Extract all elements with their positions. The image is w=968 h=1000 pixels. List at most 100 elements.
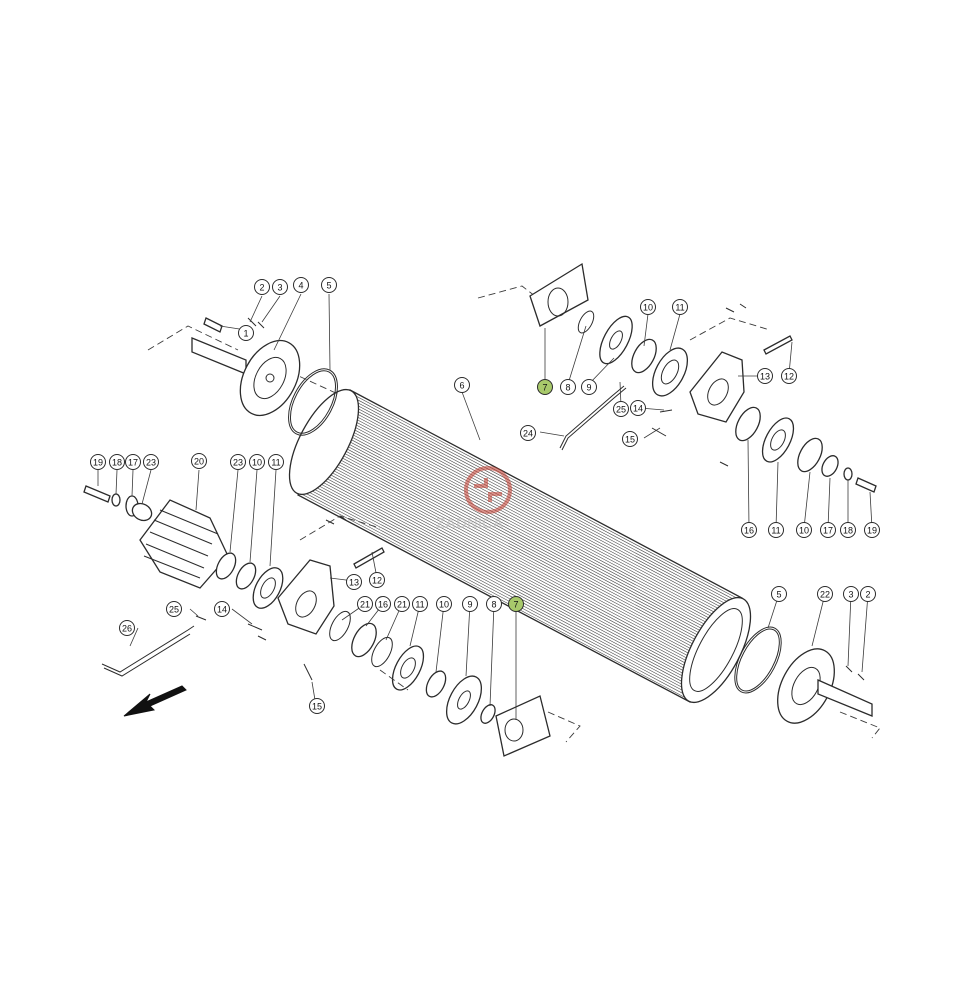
callout-circle bbox=[796, 522, 812, 538]
roller-groove bbox=[317, 455, 710, 665]
roller-groove bbox=[330, 428, 723, 638]
callout-label: 23 bbox=[146, 458, 156, 468]
callout-10: 10 bbox=[436, 596, 452, 612]
callout-circle bbox=[768, 522, 784, 538]
callout-2: 2 bbox=[860, 586, 876, 602]
callout-label: 18 bbox=[843, 526, 853, 536]
roller-groove bbox=[302, 485, 695, 695]
callout-label: 16 bbox=[744, 526, 754, 536]
callout-1: 1 bbox=[238, 325, 254, 341]
bearing-assembly-bottom bbox=[329, 610, 581, 757]
callout-5: 5 bbox=[321, 277, 337, 293]
callout-11: 11 bbox=[268, 454, 284, 470]
roller-groove bbox=[337, 414, 730, 624]
callout-label: 10 bbox=[439, 600, 449, 610]
roller-groove bbox=[320, 449, 713, 658]
callout-7: 7 bbox=[508, 596, 524, 612]
roller-groove bbox=[318, 453, 711, 663]
callout-13: 13 bbox=[757, 368, 773, 384]
roller-groove bbox=[338, 412, 731, 622]
roller-groove bbox=[313, 462, 706, 672]
roller-groove bbox=[341, 405, 735, 615]
callout-label: 2 bbox=[865, 590, 870, 600]
callout-label: 13 bbox=[760, 372, 770, 382]
callout-label: 9 bbox=[586, 383, 591, 393]
callout-label: 7 bbox=[513, 600, 518, 610]
grooved-roller bbox=[288, 388, 752, 704]
callout-label: 10 bbox=[252, 458, 262, 468]
callout-circle bbox=[293, 277, 309, 293]
callout-circle bbox=[462, 596, 478, 612]
roller-groove bbox=[304, 481, 697, 690]
callout-label: 5 bbox=[776, 590, 781, 600]
bearing-assembly-top-right bbox=[477, 262, 877, 493]
callout-10: 10 bbox=[249, 454, 265, 470]
roller-groove bbox=[339, 410, 732, 619]
roller-groove bbox=[300, 490, 693, 699]
callout-18: 18 bbox=[109, 454, 125, 470]
roller-groove bbox=[334, 421, 727, 631]
callout-circle bbox=[125, 454, 141, 470]
callout-label: 15 bbox=[312, 702, 322, 712]
callout-8: 8 bbox=[560, 379, 576, 395]
callout-circle bbox=[613, 401, 629, 417]
callout-circle bbox=[537, 379, 553, 395]
callout-25: 25 bbox=[166, 601, 182, 617]
roller-groove bbox=[308, 474, 701, 683]
roller-groove bbox=[309, 471, 702, 681]
callout-circle bbox=[254, 279, 270, 295]
roller-groove bbox=[327, 435, 720, 644]
callout-circle bbox=[109, 454, 125, 470]
callout-circle bbox=[640, 299, 656, 315]
callout-circle bbox=[238, 325, 254, 341]
callout-circle bbox=[272, 279, 288, 295]
callout-label: 8 bbox=[565, 383, 570, 393]
callout-24: 24 bbox=[520, 425, 536, 441]
callout-circle bbox=[191, 453, 207, 469]
callout-5: 5 bbox=[771, 586, 787, 602]
callout-circle bbox=[249, 454, 265, 470]
callout-circle bbox=[454, 377, 470, 393]
callout-circle bbox=[412, 596, 428, 612]
callout-15: 15 bbox=[622, 431, 638, 447]
callout-label: 11 bbox=[271, 458, 280, 468]
roller-groove bbox=[332, 423, 726, 633]
callout-circle bbox=[436, 596, 452, 612]
callout-circle bbox=[771, 586, 787, 602]
callout-circle bbox=[214, 601, 230, 617]
callout-label: 3 bbox=[277, 283, 282, 293]
callout-6: 6 bbox=[454, 377, 470, 393]
callout-11: 11 bbox=[768, 522, 784, 538]
callout-label: 5 bbox=[326, 281, 331, 291]
callout-label: 12 bbox=[372, 576, 382, 586]
callout-circle bbox=[630, 400, 646, 416]
callout-circle bbox=[560, 379, 576, 395]
callout-17: 17 bbox=[820, 522, 836, 538]
roller-groove bbox=[340, 407, 734, 617]
callout-label: 13 bbox=[349, 578, 359, 588]
roller-groove bbox=[314, 460, 708, 670]
callout-11: 11 bbox=[672, 299, 688, 315]
callout-22: 22 bbox=[817, 586, 833, 602]
callout-11: 11 bbox=[412, 596, 428, 612]
callout-label: 23 bbox=[233, 458, 243, 468]
roller-groove bbox=[324, 439, 718, 649]
callout-13: 13 bbox=[346, 574, 362, 590]
roller-groove bbox=[303, 483, 696, 692]
callout-label: 11 bbox=[675, 303, 684, 313]
callout-25: 25 bbox=[613, 401, 629, 417]
callout-label: 10 bbox=[643, 303, 653, 313]
callout-label: 19 bbox=[93, 458, 103, 468]
callout-label: 8 bbox=[491, 600, 496, 610]
callout-label: 17 bbox=[128, 458, 138, 468]
callout-label: 21 bbox=[397, 600, 407, 610]
callout-21: 21 bbox=[357, 596, 373, 612]
callout-20: 20 bbox=[191, 453, 207, 469]
callout-circle bbox=[757, 368, 773, 384]
roller-groove bbox=[315, 458, 709, 667]
callout-label: 20 bbox=[194, 457, 204, 467]
roller-groove bbox=[305, 478, 699, 688]
callout-circle bbox=[375, 596, 391, 612]
roller-groove bbox=[323, 442, 717, 651]
